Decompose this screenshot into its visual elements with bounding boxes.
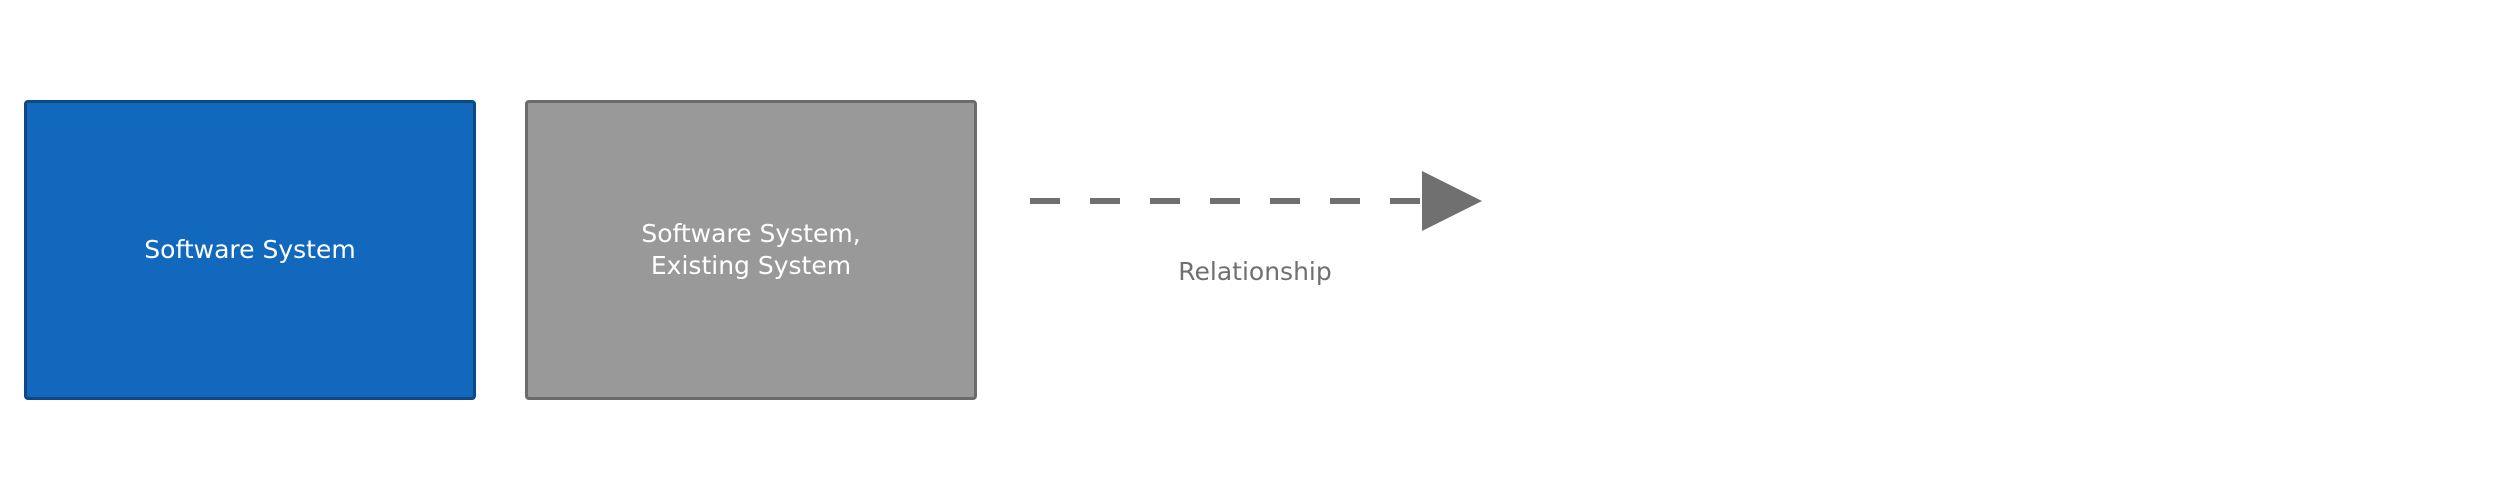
software-system-legend-box[interactable]: Software System xyxy=(24,100,476,400)
arrowhead-icon xyxy=(1422,171,1482,231)
relationship-arrow[interactable] xyxy=(1020,165,1510,235)
software-system-label: Software System xyxy=(144,235,356,264)
existing-system-label: Software System, Existing System xyxy=(641,219,861,280)
relationship-label: Relationship xyxy=(1178,257,1332,286)
existing-system-legend-box[interactable]: Software System, Existing System xyxy=(525,100,977,400)
